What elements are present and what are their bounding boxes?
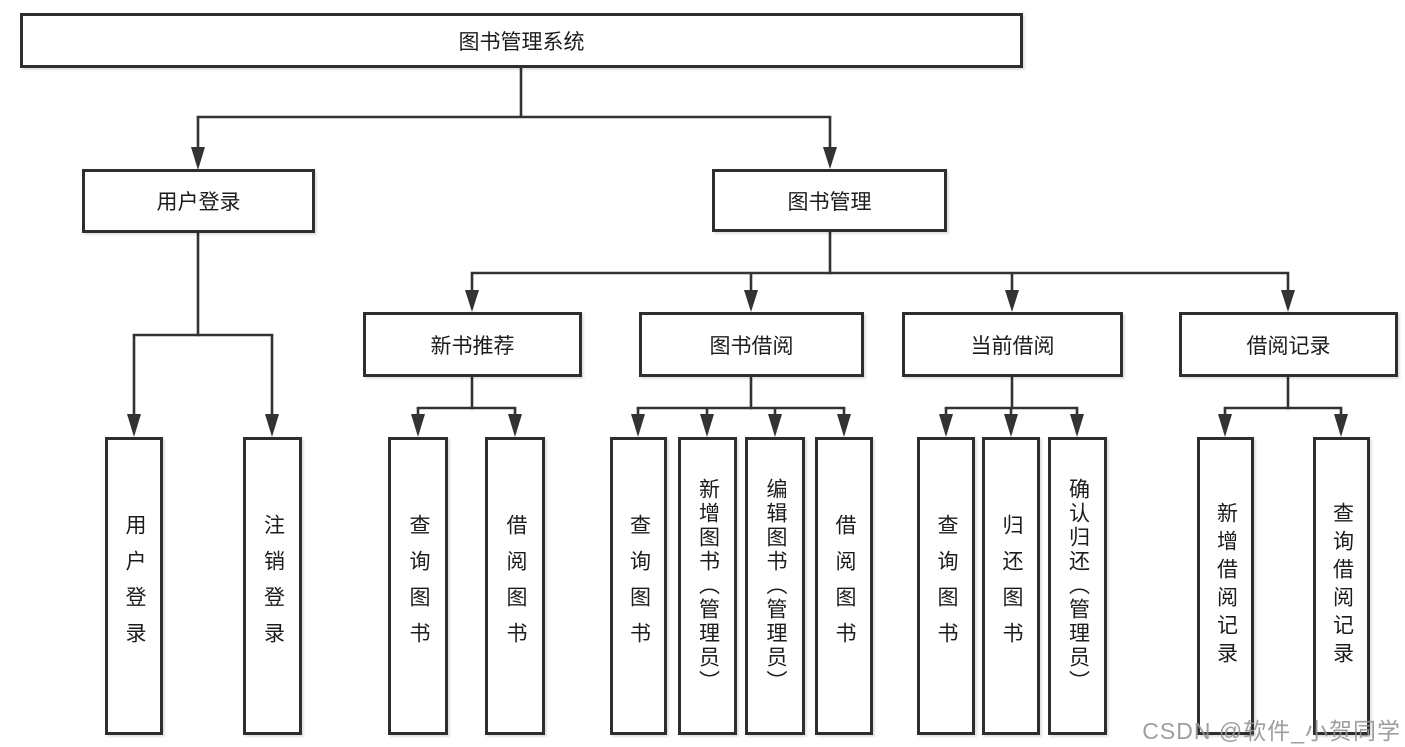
node-new-book-recommend-label: 新书推荐: [430, 334, 515, 358]
leaf-user-login-label: 用户登录: [123, 514, 146, 658]
node-user-login: 用户登录: [82, 169, 315, 233]
node-current-borrowing: 当前借阅: [902, 312, 1123, 377]
leaf-add-borrow-record: 新增借阅记录: [1197, 437, 1254, 735]
leaf-query-borrow-record-label: 查询借阅记录: [1330, 502, 1354, 670]
leaf-borrow-books-recommend-label: 借阅图书: [504, 514, 527, 658]
leaf-query-books-current: 查询图书: [917, 437, 975, 735]
node-book-borrowing: 图书借阅: [639, 312, 864, 377]
leaf-query-books-borrowing: 查询图书: [610, 437, 667, 735]
leaf-add-books-admin: 新增图书（管理员）: [678, 437, 737, 735]
node-root: 图书管理系统: [20, 13, 1023, 68]
edges-book-borrow-to-leaves: [631, 377, 851, 437]
node-root-label: 图书管理系统: [458, 30, 585, 54]
edges-new-books-to-leaves: [411, 377, 522, 437]
leaf-query-books-recommend-label: 查询图书: [407, 514, 430, 658]
leaf-logout-label: 注销登录: [261, 514, 285, 658]
leaf-borrow-books-borrowing: 借阅图书: [815, 437, 873, 735]
node-user-login-label: 用户登录: [156, 191, 241, 214]
leaf-query-books-current-label: 查询图书: [935, 514, 958, 658]
leaf-edit-books-admin-label: 编辑图书（管理员）: [764, 478, 787, 694]
node-borrow-records-label: 借阅记录: [1246, 334, 1331, 358]
leaf-query-books-borrowing-label: 查询图书: [627, 514, 651, 658]
leaf-add-borrow-record-label: 新增借阅记录: [1214, 502, 1238, 670]
node-book-management: 图书管理: [712, 169, 947, 232]
leaf-borrow-books-recommend: 借阅图书: [485, 437, 545, 735]
leaf-query-borrow-record: 查询借阅记录: [1313, 437, 1370, 735]
watermark: CSDN @软件_小贺同学: [1142, 718, 1401, 744]
leaf-query-books-recommend: 查询图书: [388, 437, 448, 735]
leaf-edit-books-admin: 编辑图书（管理员）: [745, 437, 805, 735]
leaf-return-books: 归还图书: [982, 437, 1040, 735]
edges-root-to-level2: [191, 68, 837, 170]
leaf-logout: 注销登录: [243, 437, 302, 735]
node-book-borrowing-label: 图书借阅: [709, 334, 794, 358]
leaf-borrow-books-borrowing-label: 借阅图书: [833, 514, 856, 658]
leaf-confirm-return-admin: 确认归还（管理员）: [1048, 437, 1107, 735]
leaf-add-books-admin-label: 新增图书（管理员）: [696, 478, 720, 694]
edges-borrow-records-to-leaves: [1218, 377, 1348, 437]
node-book-management-label: 图书管理: [787, 190, 872, 214]
edges-user-login-to-leaves: [127, 233, 279, 437]
leaf-user-login: 用户登录: [105, 437, 163, 735]
node-current-borrowing-label: 当前借阅: [970, 334, 1055, 358]
leaf-confirm-return-admin-label: 确认归还（管理员）: [1066, 478, 1090, 694]
leaf-return-books-label: 归还图书: [1000, 514, 1023, 658]
node-new-book-recommend: 新书推荐: [363, 312, 582, 377]
edges-book-mgmt-to-groups: [465, 232, 1295, 312]
node-borrow-records: 借阅记录: [1179, 312, 1398, 377]
edges-current-borrow-to-leaves: [939, 377, 1084, 437]
